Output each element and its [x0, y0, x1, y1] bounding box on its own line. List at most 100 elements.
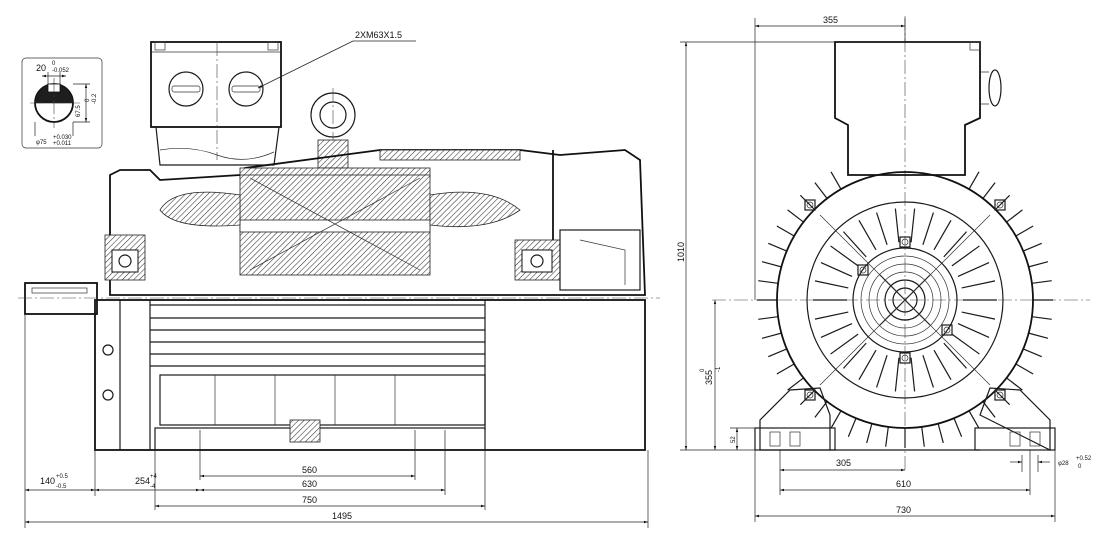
dim-hole: φ28: [1058, 461, 1069, 467]
vent-slot: [858, 220, 877, 251]
vent-slot: [961, 280, 996, 289]
bolt-head: [994, 199, 1006, 211]
dim-355-height-tol-lower: -1: [716, 366, 722, 372]
vent-slot: [842, 231, 867, 258]
cooling-fin: [787, 209, 804, 223]
vent-slot: [943, 342, 968, 369]
cooling-fin: [830, 171, 842, 190]
dim-shaft-ext: 140: [40, 476, 55, 486]
vent-slot: [858, 349, 877, 380]
bolt-head: [899, 352, 911, 364]
vent-slot: [957, 262, 990, 277]
cooling-fin: [1028, 332, 1049, 339]
cooling-fin: [937, 423, 944, 444]
vent-slot: [943, 231, 968, 258]
key-width-tol-upper: 0: [52, 61, 56, 67]
dim-hole-tol-upper: +0.52: [1076, 456, 1092, 462]
vent-slot: [961, 311, 996, 320]
cooling-fin: [995, 194, 1011, 210]
vent-slot: [910, 357, 916, 392]
key-depth-tol-lower: -0.2: [92, 93, 98, 104]
bolt-head: [857, 264, 869, 276]
vent-slot: [830, 245, 859, 267]
cooling-fin: [953, 418, 963, 437]
cooling-fin: [921, 426, 925, 447]
cooling-fin: [1031, 316, 1052, 320]
cooling-fin: [1015, 225, 1034, 237]
vent-slot: [875, 354, 888, 388]
cooling-fin: [758, 280, 779, 284]
cooling-fin: [1031, 280, 1052, 284]
dim-shaft-ext-tol-lower: -0.5: [56, 484, 67, 490]
vent-slot: [814, 311, 849, 320]
dim-750: 750: [302, 495, 317, 505]
cooling-fin: [968, 171, 980, 190]
cooling-fin: [768, 348, 787, 358]
cable-gland-left: [168, 71, 204, 107]
cooling-fin: [1023, 242, 1042, 252]
thread-note: 2XM63X1.5: [355, 30, 402, 40]
foot-left: [759, 387, 831, 451]
cooling-fin: [776, 363, 795, 375]
dim-52: 52: [731, 436, 737, 443]
cooling-fin: [1006, 377, 1023, 391]
flange-bolts: [804, 199, 1006, 401]
foot-right: [979, 387, 1051, 451]
bolt-center: [943, 326, 951, 334]
key-width-tol-lower: -0.052: [52, 68, 70, 74]
dim-254: 254: [135, 476, 150, 486]
bolt-head: [994, 389, 1006, 401]
cooling-fins: [757, 171, 1053, 448]
shaft-dia-tol-upper: +0.030: [53, 135, 72, 141]
dim-355-top: 355: [823, 15, 838, 25]
vent-slot: [922, 354, 935, 388]
vent-slot: [951, 245, 980, 267]
dim-730: 730: [896, 505, 911, 515]
cooling-fin: [982, 401, 996, 418]
cooling-fin: [885, 426, 889, 447]
cooling-fin: [814, 182, 828, 199]
vent-slot: [814, 280, 849, 289]
cooling-fin: [761, 332, 782, 339]
cooling-fin: [768, 242, 787, 252]
dim-shaft-ext-tol-upper: +0.5: [56, 474, 69, 480]
cooling-fin: [1023, 348, 1042, 358]
dim-610: 610: [896, 479, 911, 489]
dim-1495: 1495: [332, 511, 352, 521]
bolt-center: [806, 201, 814, 209]
bolt-head: [804, 199, 816, 211]
cooling-fin: [1015, 363, 1034, 375]
dim-630: 630: [302, 479, 317, 489]
bolt-center: [806, 391, 814, 399]
cooling-fin: [761, 261, 782, 268]
bolt-head: [899, 236, 911, 248]
cooling-fin: [787, 377, 804, 391]
end-shield-outer: [776, 171, 1034, 429]
shaft-dia-tol-lower: +0.011: [53, 141, 72, 147]
dim-355-height-tol-upper: 0: [700, 368, 706, 372]
cable-gland-right: [228, 71, 264, 107]
vent-slots: [813, 208, 997, 392]
vent-slot: [910, 208, 916, 243]
dim-305: 305: [836, 458, 851, 468]
cooling-fin: [830, 410, 842, 429]
dim-1010: 1010: [676, 242, 686, 262]
end-view: 355 1010 355 0 -1 52 305 610 730 φ28 +0.…: [676, 15, 1092, 522]
bolt-center: [996, 201, 1004, 209]
cooling-fin: [758, 316, 779, 320]
dim-hole-tol-lower: 0: [1078, 464, 1082, 470]
bolt-center: [901, 354, 909, 362]
dim-254-tol-lower: -4: [150, 484, 156, 490]
bolt-center: [859, 266, 867, 274]
vent-slot: [830, 333, 859, 355]
cooling-fin: [982, 182, 996, 199]
vent-slot: [820, 262, 853, 277]
vent-slot: [957, 323, 990, 338]
key-depth-label: 67.5: [76, 105, 82, 117]
shaft-dia-label: φ75: [36, 140, 47, 146]
cooling-fin: [1006, 209, 1023, 223]
cooling-fin: [776, 225, 795, 237]
bolt-center: [996, 391, 1004, 399]
dim-254-tol-upper: +4: [150, 474, 158, 480]
